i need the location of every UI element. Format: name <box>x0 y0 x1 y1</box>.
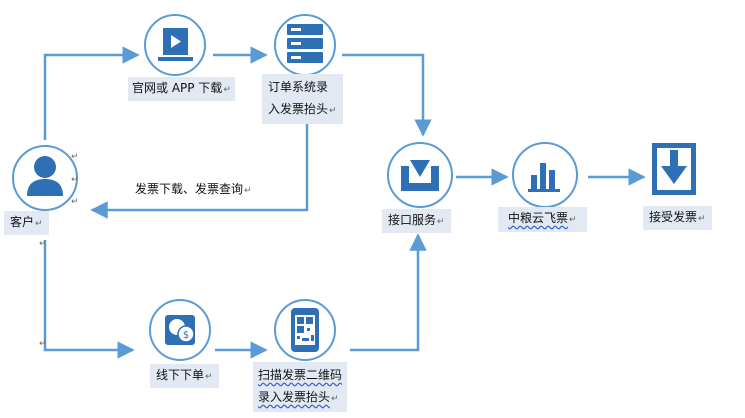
server-rack-icon <box>287 24 323 63</box>
arrow-scan-to-interface <box>350 233 427 352</box>
arrow-order-to-interface <box>342 53 432 137</box>
arrow-customer-to-offline <box>43 240 135 359</box>
paragraph-mark: ↵ <box>39 339 47 349</box>
arrow-customer-to-website <box>43 46 140 140</box>
paragraph-mark: ↵ <box>71 152 79 162</box>
cofco-cloud-label: 中粮云飞票↵ <box>498 207 587 232</box>
person-icon <box>27 156 63 196</box>
order-system-label: 订单系统录入发票抬头↵ <box>262 74 343 124</box>
paragraph-mark: ↵ <box>71 197 79 207</box>
interface-service-label: 接口服务↵ <box>382 209 451 233</box>
qr-phone-icon <box>291 308 319 352</box>
offline-order-label: 线下下单↵ <box>150 364 219 388</box>
download-arrow-icon <box>652 143 696 195</box>
download-inbox-icon <box>401 160 439 191</box>
customer-label: 客户↵ <box>4 211 49 235</box>
bar-chart-icon <box>528 163 560 192</box>
website-app-label: 官网或 APP 下载↵ <box>128 77 235 101</box>
paragraph-mark: ↵ <box>39 239 47 249</box>
scan-qr-label: 扫描发票二维码录入发票抬头↵ <box>253 362 348 412</box>
arrow-order-to-customer <box>90 120 309 219</box>
svg-text:$: $ <box>183 330 189 341</box>
edge-label-invoice-download-query: 发票下载、发票查询↵ <box>135 182 252 196</box>
coins-dollar-icon: $ <box>165 315 195 345</box>
receive-invoice-label: 接受发票↵ <box>643 206 712 230</box>
paragraph-mark: ↵ <box>71 175 79 185</box>
video-player-icon <box>158 28 193 61</box>
